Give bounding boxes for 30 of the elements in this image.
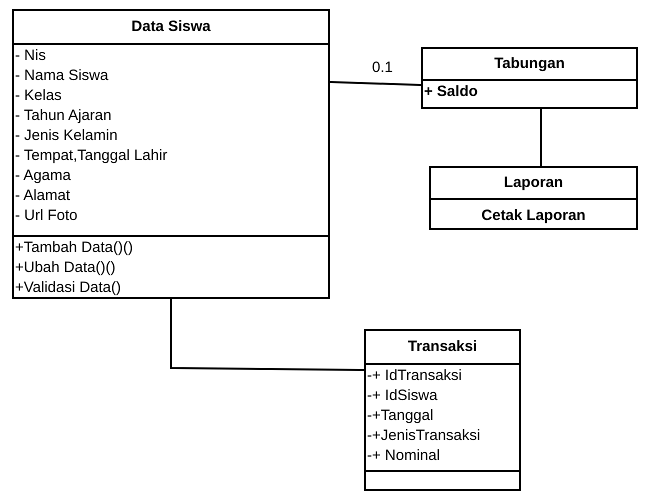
class-box	[12, 9, 330, 299]
attribute-text: - Jenis Kelamin	[14, 126, 118, 146]
attribute-text: - Tahun Ajaran	[14, 106, 112, 126]
attribute-text: - Tempat,Tanggal Lahir	[14, 146, 168, 166]
attribute-text: -+ Nominal	[366, 446, 440, 466]
attribute-text: - Nis	[14, 46, 46, 66]
attribute-text: -+Tanggal	[366, 406, 434, 426]
class-name: Transaksi	[408, 337, 478, 357]
operation-text: Cetak Laporan	[481, 206, 586, 226]
attribute-text: - Url Foto	[14, 206, 78, 226]
class-box	[364, 329, 521, 491]
class-name: Data Siswa	[131, 17, 211, 37]
attribute-text: - Kelas	[14, 86, 62, 106]
attribute-text: - Nama Siswa	[14, 66, 108, 86]
association-line	[170, 299, 364, 371]
association-line	[540, 109, 542, 166]
association-line	[330, 81, 422, 86]
attribute-text: -+JenisTransaksi	[366, 426, 480, 446]
attribute-text: - Alamat	[14, 186, 70, 206]
attribute-text: -+ IdSiswa	[366, 386, 438, 406]
attribute-text: + Saldo	[423, 82, 478, 102]
attribute-text: - Agama	[14, 166, 71, 186]
class-name: Laporan	[504, 173, 564, 193]
class-box	[429, 166, 638, 230]
method-text: +Ubah Data()()	[14, 258, 116, 278]
class-name: Tabungan	[494, 54, 565, 74]
class-box	[421, 47, 638, 109]
attribute-text: -+ IdTransaksi	[366, 366, 462, 386]
method-text: +Tambah Data()()	[14, 238, 133, 258]
method-text: +Validasi Data()	[14, 278, 122, 298]
